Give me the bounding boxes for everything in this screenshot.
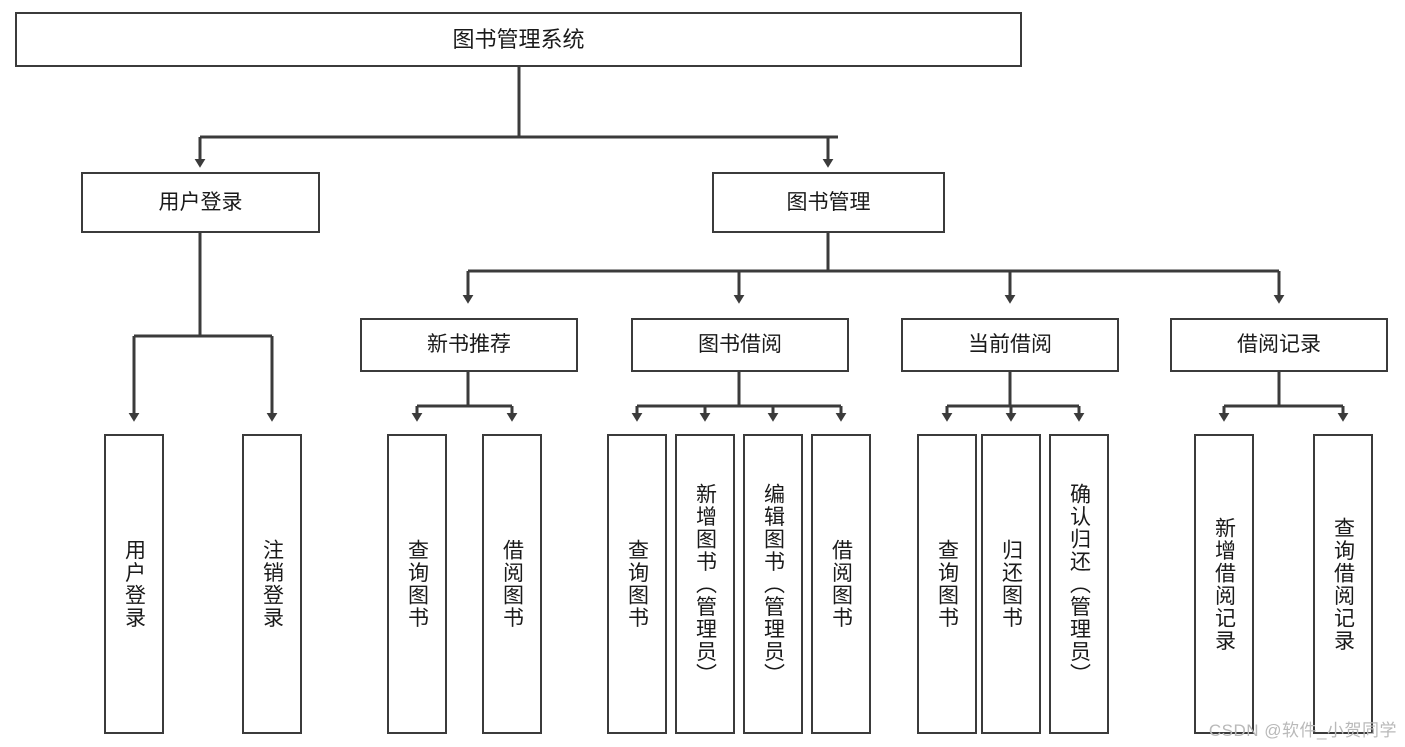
node-leaf-logout-login-label: 注销登录: [260, 539, 284, 629]
node-leaf-query-book-2[interactable]: 查询图书: [607, 434, 667, 734]
node-root[interactable]: 图书管理系统: [15, 12, 1022, 67]
node-book-borrow-label: 图书借阅: [698, 333, 782, 357]
node-new-book-recommend-label: 新书推荐: [427, 333, 511, 357]
node-leaf-confirm-return[interactable]: 确认归还（管理员）: [1049, 434, 1109, 734]
node-leaf-borrow-book-1-label: 借阅图书: [500, 539, 524, 629]
node-leaf-add-record[interactable]: 新增借阅记录: [1194, 434, 1254, 734]
node-leaf-add-book-label: 新增图书（管理员）: [693, 482, 717, 686]
node-book-management-label: 图书管理: [786, 190, 871, 214]
node-leaf-user-login[interactable]: 用户登录: [104, 434, 164, 734]
node-new-book-recommend[interactable]: 新书推荐: [360, 318, 578, 372]
node-book-borrow[interactable]: 图书借阅: [631, 318, 849, 372]
node-leaf-query-record[interactable]: 查询借阅记录: [1313, 434, 1373, 734]
watermark: CSDN @软件_小贺同学: [1208, 721, 1397, 740]
node-leaf-query-record-label: 查询借阅记录: [1331, 516, 1355, 652]
node-user-login[interactable]: 用户登录: [81, 172, 320, 233]
node-root-label: 图书管理系统: [452, 26, 585, 52]
node-borrow-record-label: 借阅记录: [1237, 333, 1321, 357]
node-leaf-borrow-book-1[interactable]: 借阅图书: [482, 434, 542, 734]
node-leaf-return-book[interactable]: 归还图书: [981, 434, 1041, 734]
node-book-management[interactable]: 图书管理: [712, 172, 945, 233]
node-leaf-add-record-label: 新增借阅记录: [1212, 516, 1236, 652]
node-borrow-record[interactable]: 借阅记录: [1170, 318, 1388, 372]
node-leaf-user-login-label: 用户登录: [122, 539, 146, 629]
node-current-borrow[interactable]: 当前借阅: [901, 318, 1119, 372]
node-leaf-query-book-3[interactable]: 查询图书: [917, 434, 977, 734]
node-leaf-query-book-3-label: 查询图书: [935, 539, 959, 629]
node-leaf-borrow-book-2-label: 借阅图书: [829, 539, 853, 629]
node-leaf-borrow-book-2[interactable]: 借阅图书: [811, 434, 871, 734]
node-leaf-confirm-return-label: 确认归还（管理员）: [1067, 482, 1091, 686]
node-leaf-edit-book[interactable]: 编辑图书（管理员）: [743, 434, 803, 734]
node-current-borrow-label: 当前借阅: [968, 333, 1052, 357]
node-leaf-add-book[interactable]: 新增图书（管理员）: [675, 434, 735, 734]
node-leaf-query-book-1-label: 查询图书: [405, 539, 429, 629]
node-leaf-query-book-2-label: 查询图书: [625, 539, 649, 629]
node-leaf-query-book-1[interactable]: 查询图书: [387, 434, 447, 734]
node-leaf-return-book-label: 归还图书: [999, 539, 1023, 629]
node-user-login-label: 用户登录: [158, 190, 243, 214]
node-leaf-edit-book-label: 编辑图书（管理员）: [761, 482, 785, 686]
node-leaf-logout-login[interactable]: 注销登录: [242, 434, 302, 734]
